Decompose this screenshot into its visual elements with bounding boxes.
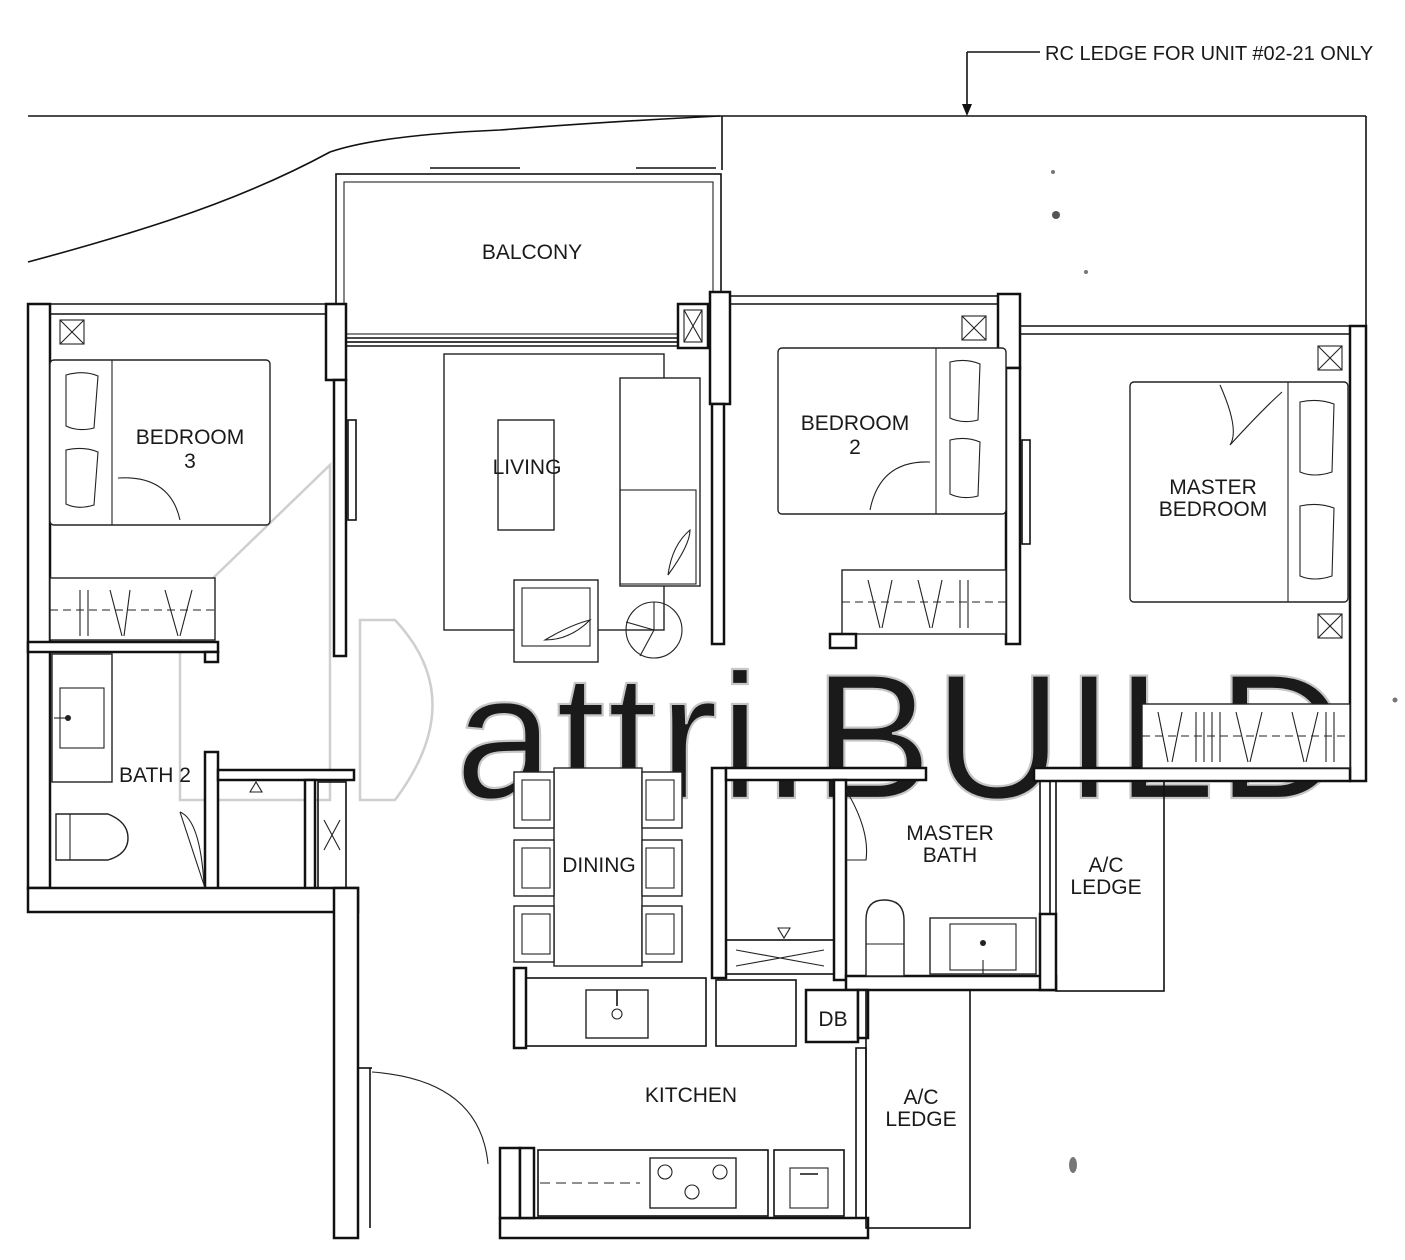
dining-label: DINING bbox=[562, 854, 636, 877]
bedroom3-furniture bbox=[49, 319, 357, 641]
kitchen-fixtures bbox=[585, 989, 737, 1209]
ac-ledge-upper-label: A/C bbox=[1088, 854, 1123, 877]
bedroom3-label: BEDROOM bbox=[136, 426, 245, 449]
master-bedroom-label-2: BEDROOM bbox=[1159, 498, 1268, 521]
master-bedroom-label: MASTER bbox=[1169, 476, 1257, 499]
balcony-label: BALCONY bbox=[482, 241, 582, 264]
bath2-label: BATH 2 bbox=[119, 764, 191, 787]
living-furniture bbox=[443, 353, 701, 663]
rc-ledge-note: RC LEDGE FOR UNIT #02-21 ONLY bbox=[1045, 43, 1373, 65]
db-label: DB bbox=[818, 1008, 847, 1031]
ac-ledge-upper-label-2: LEDGE bbox=[1070, 876, 1141, 899]
kitchen-label: KITCHEN bbox=[645, 1084, 737, 1107]
balcony-area bbox=[335, 167, 722, 343]
ac-ledges bbox=[865, 780, 1165, 1229]
bedroom2-number: 2 bbox=[849, 436, 861, 459]
walls bbox=[26, 290, 1368, 1240]
bedroom2-furniture bbox=[777, 315, 1031, 650]
master-bath-fixtures bbox=[845, 789, 1037, 977]
ac-ledge-lower-label-2: LEDGE bbox=[885, 1108, 956, 1131]
bedroom2-label: BEDROOM bbox=[801, 412, 910, 435]
master-bath-label: MASTER bbox=[906, 822, 994, 845]
site-boundary bbox=[27, 51, 1398, 1173]
living-label: LIVING bbox=[493, 456, 562, 479]
master-bath-label-2: BATH bbox=[923, 844, 977, 867]
bedroom3-number: 3 bbox=[184, 450, 196, 473]
bath2-fixtures bbox=[51, 653, 263, 889]
dining-furniture bbox=[513, 767, 683, 967]
master-bedroom-furniture bbox=[1129, 345, 1351, 769]
ac-ledge-lower-label: A/C bbox=[903, 1086, 938, 1109]
